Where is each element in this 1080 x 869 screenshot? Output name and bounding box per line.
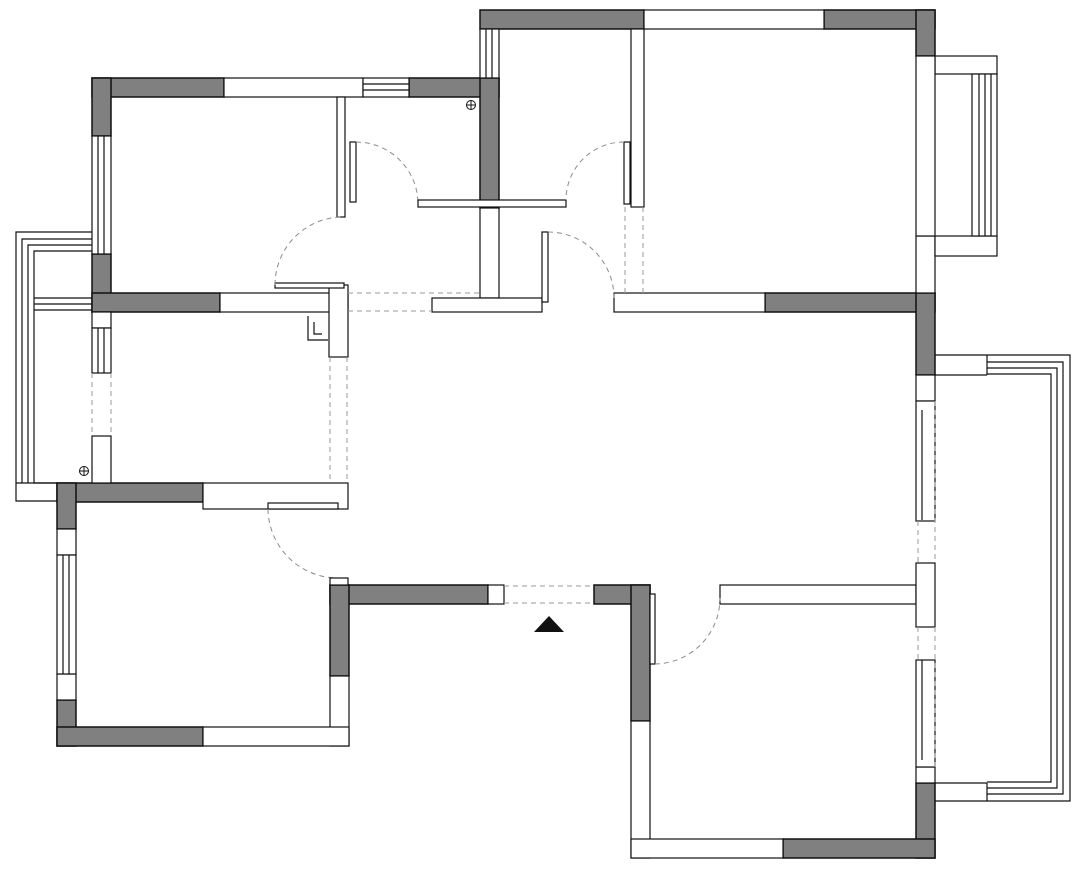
door-tl-bedroom xyxy=(274,282,345,289)
partition-tr-left xyxy=(630,28,645,208)
wall-tr-top-left xyxy=(479,9,645,30)
wall-tl-bottom xyxy=(91,292,221,313)
opening-lines xyxy=(91,207,936,767)
door-bl-bedroom xyxy=(267,502,339,510)
window-bath-top xyxy=(362,77,410,98)
partition-right-low xyxy=(915,766,936,784)
wall-entry-left-top xyxy=(329,584,489,605)
balcony-right xyxy=(935,354,1071,802)
wall-tr-right-low xyxy=(915,292,936,376)
partition-bl-left-b xyxy=(56,673,77,701)
wall-bath-right xyxy=(479,77,500,209)
partition-br-top xyxy=(719,584,917,605)
wall-bl-top xyxy=(56,482,204,503)
wall-tr-bottom xyxy=(764,292,936,313)
doors xyxy=(267,141,721,665)
wall-tl-left xyxy=(91,77,112,137)
partition-tr-top xyxy=(643,9,825,30)
partition-hall-bottom xyxy=(431,297,543,313)
wall-entry-right-side xyxy=(630,584,651,722)
wall-tl-corner xyxy=(91,77,225,98)
partition-left-bath-top xyxy=(91,311,112,329)
wall-bl-bottom xyxy=(56,726,204,747)
balcony-left xyxy=(15,231,92,502)
wall-br-bottom xyxy=(782,838,936,859)
window-tl-left xyxy=(91,135,112,255)
wall-entry-left-side xyxy=(329,584,350,677)
partition-bath-lower xyxy=(479,207,500,299)
sliding-door-right-bottom xyxy=(915,659,936,768)
partition-entry-stub xyxy=(487,584,505,605)
wall-bl-left-top xyxy=(56,482,77,530)
partition-bl-left-a xyxy=(56,528,77,556)
partition-br-bottom xyxy=(630,838,784,859)
door-br-bedroom xyxy=(649,593,656,665)
partition-tr-right xyxy=(915,235,936,294)
partition-left-bath xyxy=(91,435,112,484)
structural-walls xyxy=(56,9,936,859)
partition-tl-right xyxy=(336,96,346,218)
partition-bl-bottom xyxy=(202,726,350,747)
door-tr-bedroom xyxy=(623,141,631,205)
floor-drain-icon xyxy=(466,100,476,110)
partition-tr-bottom xyxy=(613,292,766,313)
floor-drain-icon xyxy=(79,466,89,476)
door-hall xyxy=(541,231,549,303)
bay-window-top-right xyxy=(915,55,998,257)
partition-tl-top xyxy=(223,77,364,98)
window-hall-top xyxy=(479,28,500,79)
entrance-arrow-icon xyxy=(534,616,564,632)
partition-br-left xyxy=(630,720,651,859)
partition-right-mid xyxy=(915,374,936,402)
partition-br-right-stub xyxy=(915,562,936,628)
door-bathroom xyxy=(349,141,357,203)
partition-walls xyxy=(56,9,936,859)
partition-bath-left-right xyxy=(328,284,349,358)
sliding-door-right-top xyxy=(915,400,936,522)
window-bath-left xyxy=(91,327,112,374)
wall-tr-right xyxy=(915,9,936,57)
windows xyxy=(56,28,936,768)
window-bl-left xyxy=(56,554,77,675)
bath-partition-bar xyxy=(417,199,567,208)
